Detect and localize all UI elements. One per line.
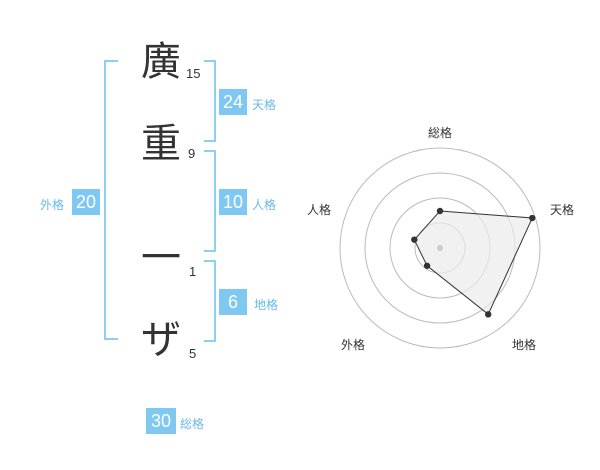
stroke-count-3: 1 <box>189 264 197 279</box>
radar-label-tenkaku: 天格 <box>550 203 575 217</box>
name-char-1: 廣 <box>141 39 181 85</box>
stroke-count-1: 15 <box>186 66 201 81</box>
stroke-count-4: 5 <box>189 346 197 361</box>
chikaku-badge: 6 <box>219 289 247 315</box>
radar-label-jinkaku: 人格 <box>307 203 332 217</box>
radar-point-3 <box>423 262 431 269</box>
radar-point-0 <box>436 207 444 215</box>
tenkaku-badge: 24 <box>219 89 247 115</box>
jinkaku-badge: 10 <box>219 189 247 215</box>
radar-ring-1 <box>414 222 466 274</box>
tenkaku-bracket <box>204 60 216 142</box>
name-char-3: 一 <box>141 235 181 281</box>
radar-label-chikaku: 地格 <box>512 338 537 352</box>
radar-points <box>411 207 536 318</box>
jinkaku-label: 人格 <box>252 198 277 212</box>
radar-ring-2 <box>389 197 491 299</box>
radar-point-2 <box>484 311 492 318</box>
radar-ring-4 <box>339 147 541 349</box>
radar-point-4 <box>411 236 418 243</box>
chikaku-bracket <box>204 260 216 342</box>
radar-center-dot <box>437 245 443 251</box>
chikaku-label: 地格 <box>254 298 279 312</box>
jinkaku-bracket <box>204 150 216 252</box>
gaikaku-label: 外格 <box>40 198 65 212</box>
gaikaku-bracket <box>104 60 118 340</box>
radar-area <box>413 210 534 316</box>
name-char-2: 重 <box>141 121 181 167</box>
soukaku-badge: 30 <box>146 408 176 434</box>
name-char-4: ザ <box>141 317 181 363</box>
stroke-count-2: 9 <box>188 146 196 161</box>
radar-label-soukaku: 総格 <box>428 126 453 140</box>
tenkaku-label: 天格 <box>252 98 277 112</box>
radar-grid <box>339 147 541 349</box>
radar-label-gaikaku: 外格 <box>341 338 366 352</box>
gaikaku-badge: 20 <box>72 189 100 215</box>
radar-point-1 <box>529 214 536 222</box>
soukaku-label: 総格 <box>180 417 205 431</box>
radar-ring-3 <box>364 172 516 324</box>
